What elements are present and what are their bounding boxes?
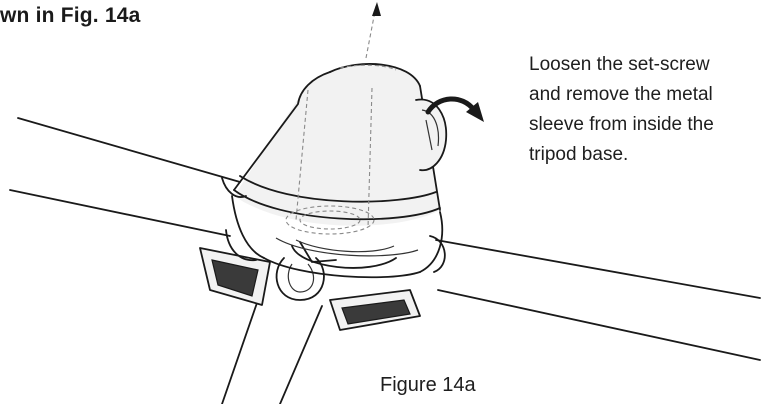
set-screw-knob bbox=[415, 98, 448, 172]
instruction-line-1: Loosen the set-screw bbox=[529, 54, 710, 75]
metal-sleeve-hidden-outline bbox=[285, 64, 397, 235]
instruction-line-3: sleeve from inside the bbox=[529, 114, 714, 135]
tripod-legs bbox=[9, 117, 761, 404]
instruction-text: Loosen the set-screw and remove the meta… bbox=[529, 50, 779, 170]
instruction-line-4: tripod base. bbox=[529, 144, 629, 165]
base-housing-lower bbox=[199, 241, 421, 331]
curved-rotation-arrow-icon bbox=[425, 96, 484, 122]
figure-reference-heading: wn in Fig. 14a bbox=[0, 4, 141, 27]
figure-caption: Figure 14a bbox=[380, 374, 476, 396]
dashed-up-arrow-icon bbox=[365, 2, 381, 59]
instruction-line-2: and remove the metal bbox=[529, 84, 713, 105]
tripod-hub bbox=[221, 63, 448, 279]
